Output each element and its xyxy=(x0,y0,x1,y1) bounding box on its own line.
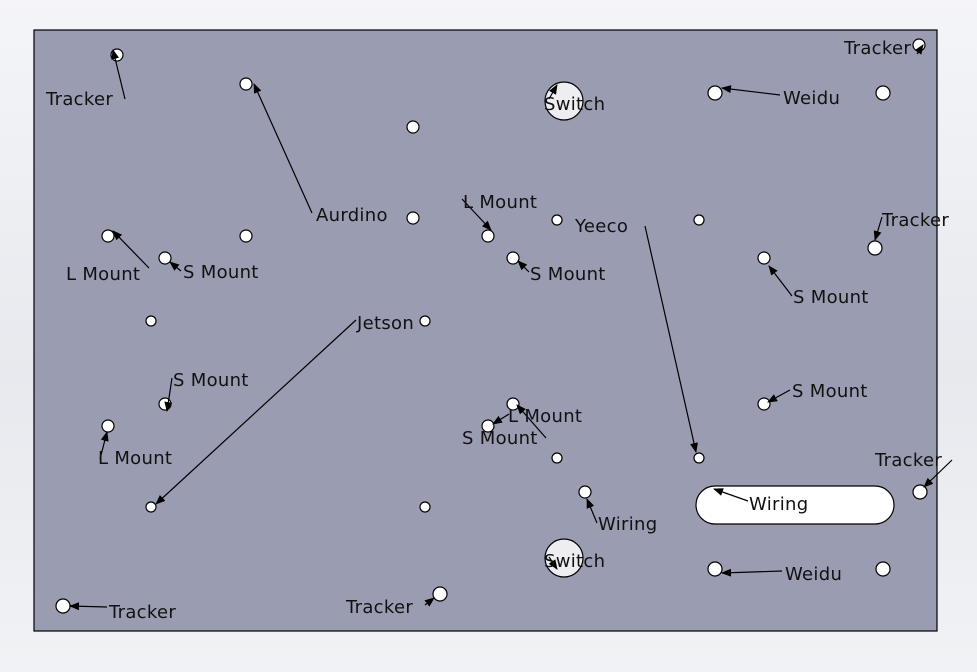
jetson-hole-b[interactable] xyxy=(419,315,431,327)
s-mount-label: S Mount xyxy=(792,381,868,402)
weidu-label: Weidu xyxy=(783,88,840,109)
tracker-hole-bottom-left[interactable] xyxy=(55,598,71,614)
weidu-hole-top-a[interactable] xyxy=(707,85,723,101)
leader-line xyxy=(424,597,435,607)
leader-line xyxy=(253,83,313,214)
s-mount-hole-center-1[interactable] xyxy=(506,251,520,265)
leader-line xyxy=(914,44,924,55)
leader-line xyxy=(492,413,510,425)
tracker-label: Tracker xyxy=(108,602,176,623)
weidu-hole-top-b[interactable] xyxy=(875,85,891,101)
leader-line xyxy=(873,216,883,241)
hole[interactable] xyxy=(239,229,253,243)
leader-line xyxy=(713,488,749,502)
tracker-hole-top-right[interactable] xyxy=(912,38,926,52)
switch-label: Switch xyxy=(544,551,605,572)
yeeco-hole-c[interactable] xyxy=(693,452,705,464)
leader-line xyxy=(516,404,547,439)
hole[interactable] xyxy=(406,120,420,134)
leader-line xyxy=(586,498,598,524)
leader-line xyxy=(721,568,783,577)
s-mount-label: S Mount xyxy=(530,264,606,285)
leader-line xyxy=(112,230,150,269)
leader-line xyxy=(768,265,793,297)
leader-line xyxy=(111,49,126,100)
s-mount-label: S Mount xyxy=(462,428,538,449)
tracker-label: Tracker xyxy=(881,210,949,231)
jetson-hole-c[interactable] xyxy=(145,501,157,513)
s-mount-hole-right-2[interactable] xyxy=(757,397,771,411)
s-mount-label: S Mount xyxy=(793,287,869,308)
leader-line xyxy=(169,261,182,272)
s-mount-hole-left-1[interactable] xyxy=(158,251,172,265)
wiring-hole[interactable] xyxy=(578,485,592,499)
yeeco-label: Yeeco xyxy=(574,216,628,237)
leader-line xyxy=(517,260,530,273)
leader-line xyxy=(155,319,357,505)
yeeco-hole-a[interactable] xyxy=(551,214,563,226)
l-mount-label: L Mount xyxy=(508,406,582,427)
leader-line xyxy=(461,198,492,231)
s-mount-label: S Mount xyxy=(183,262,259,283)
aurdino-label: Aurdino xyxy=(316,205,388,226)
tracker-hole-right-1[interactable] xyxy=(867,240,883,256)
s-mount-hole-center-2[interactable] xyxy=(481,419,495,433)
jetson-hole-a[interactable] xyxy=(145,315,157,327)
aurdino-hole-a[interactable] xyxy=(239,77,253,91)
tracker-hole-right-2[interactable] xyxy=(912,484,928,500)
hole[interactable] xyxy=(419,501,431,513)
l-mount-hole-center-1[interactable] xyxy=(481,229,495,243)
l-mount-label: L Mount xyxy=(463,192,537,213)
tracker-hole-bottom-center[interactable] xyxy=(432,586,448,602)
weidu-hole-bottom-b[interactable] xyxy=(875,561,891,577)
wiring-label: Wiring xyxy=(598,514,657,535)
s-mount-hole-right-1[interactable] xyxy=(757,251,771,265)
switch-label: Switch xyxy=(544,94,605,115)
l-mount-label: L Mount xyxy=(98,448,172,469)
wiring-label: Wiring xyxy=(749,494,808,515)
leader-line xyxy=(923,459,953,488)
leader-line xyxy=(721,85,781,96)
l-mount-hole-center-2[interactable] xyxy=(506,397,520,411)
leader-line xyxy=(164,377,173,412)
mounting-plate[interactable] xyxy=(33,29,938,632)
leader-line xyxy=(69,602,108,611)
weidu-hole-bottom-a[interactable] xyxy=(707,561,723,577)
aurdino-hole-b[interactable] xyxy=(406,211,420,225)
jetson-label: Jetson xyxy=(356,313,414,334)
tracker-label: Tracker xyxy=(874,450,942,471)
l-mount-hole-left-1[interactable] xyxy=(101,229,115,243)
leader-line xyxy=(548,556,558,570)
leader-line xyxy=(644,225,698,453)
leader-line xyxy=(767,389,791,403)
leader-line xyxy=(548,84,558,100)
tracker-label: Tracker xyxy=(843,38,911,59)
l-mount-label: L Mount xyxy=(66,264,140,285)
l-mount-hole-left-2[interactable] xyxy=(101,419,115,433)
wiring-slot[interactable] xyxy=(695,485,895,525)
weidu-label: Weidu xyxy=(785,564,842,585)
tracker-label: Tracker xyxy=(45,89,113,110)
leader-line xyxy=(99,431,109,460)
s-mount-label: S Mount xyxy=(173,370,249,391)
yeeco-hole-b[interactable] xyxy=(693,214,705,226)
hole[interactable] xyxy=(551,452,563,464)
tracker-label: Tracker xyxy=(345,597,413,618)
